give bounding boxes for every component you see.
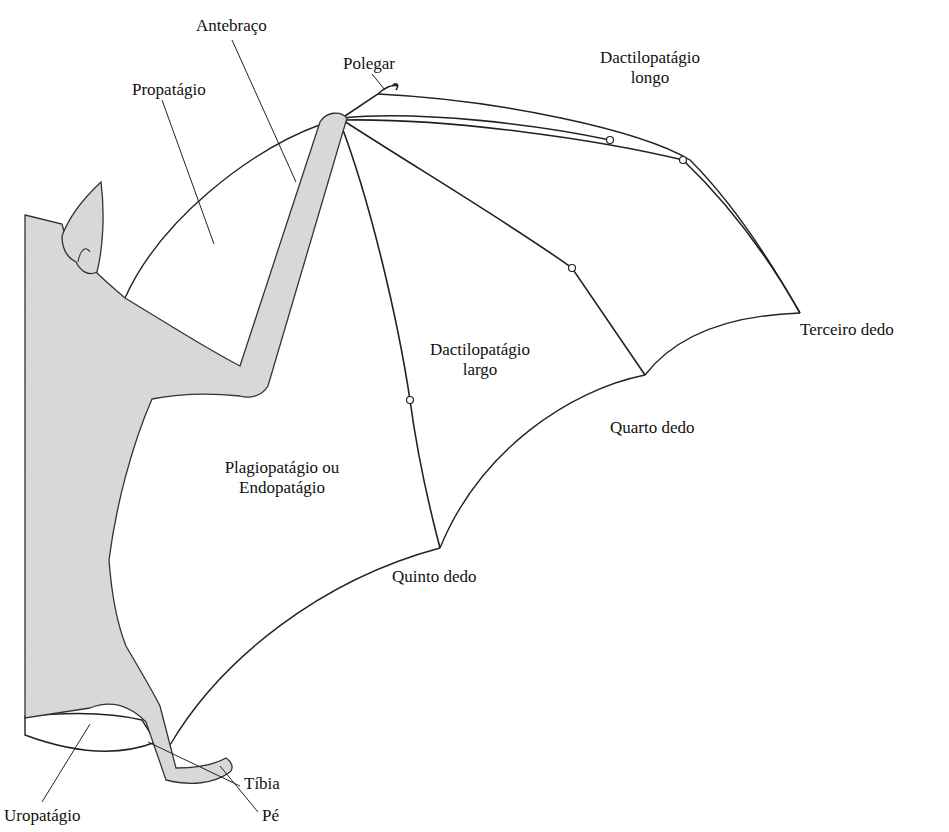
finger-bones [340,84,800,548]
wing-membrane [125,94,800,745]
leader-line [372,74,385,90]
uropatagium [25,713,156,751]
fifth-finger [340,122,440,548]
ear-fold [78,249,90,262]
part-label: Quarto dedo [610,418,695,438]
part-label: Antebraço [196,16,267,36]
leader-line [148,742,240,786]
leader-line [42,724,90,802]
thumb [342,85,398,118]
joint [407,397,414,404]
fourth-finger [344,121,645,375]
trailing-edge [440,375,645,548]
part-label: Polegar [343,54,395,74]
part-label: Quinto dedo [392,567,477,587]
bat-body [25,113,347,783]
joint [680,157,687,164]
part-label: Terceiro dedo [800,320,894,340]
ear [62,182,103,274]
trailing-edge [645,313,800,375]
third-finger [342,120,800,313]
part-label: Propatágio [132,80,206,100]
leader-line [232,40,296,182]
thumb-claw [392,84,398,90]
part-label: Dactilopatágio largo [420,340,540,380]
part-label: Uropatágio [4,806,80,826]
leading-edge [378,94,800,313]
finger-joints [407,137,687,404]
leader-line [162,100,214,244]
second-finger [342,116,610,140]
joint [607,137,614,144]
joint [569,265,576,272]
part-label: Pé [262,806,279,826]
part-label: Dactilopatágio longo [590,48,710,88]
leader-lines [42,40,385,812]
part-label: Tíbia [244,774,280,794]
part-label: Plagiopatágio ou Endopatágio [222,458,342,498]
